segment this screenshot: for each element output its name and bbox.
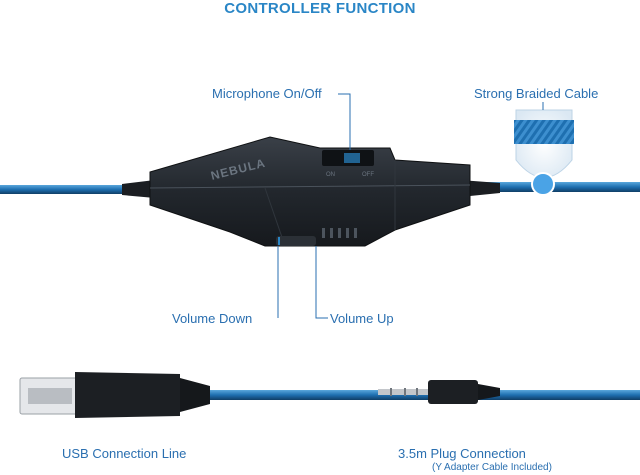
usb-label: USB Connection Line (62, 446, 187, 461)
plug-label: 3.5m Plug Connection (398, 446, 526, 461)
controller-body (149, 136, 471, 247)
braided-cable-label: Strong Braided Cable (474, 86, 599, 101)
audio-plug (378, 380, 500, 404)
volume-wheel (276, 236, 316, 246)
strain-relief-left (122, 180, 155, 198)
microphone-label: Microphone On/Off (212, 86, 322, 101)
volume-down-label: Volume Down (172, 311, 253, 326)
volume-up-callout (315, 246, 328, 319)
braided-zoom (514, 102, 574, 196)
switch-off-label: OFF (362, 172, 374, 178)
plug-note: (Y Adapter Cable Included) (432, 462, 552, 473)
page-title: CONTROLLER FUNCTION (224, 0, 416, 17)
volume-up-label: Volume Up (330, 311, 394, 326)
usb-connector (19, 372, 640, 418)
mic-callout-line (338, 93, 351, 150)
switch-on-label: ON (326, 172, 335, 178)
cable-left (0, 185, 135, 194)
